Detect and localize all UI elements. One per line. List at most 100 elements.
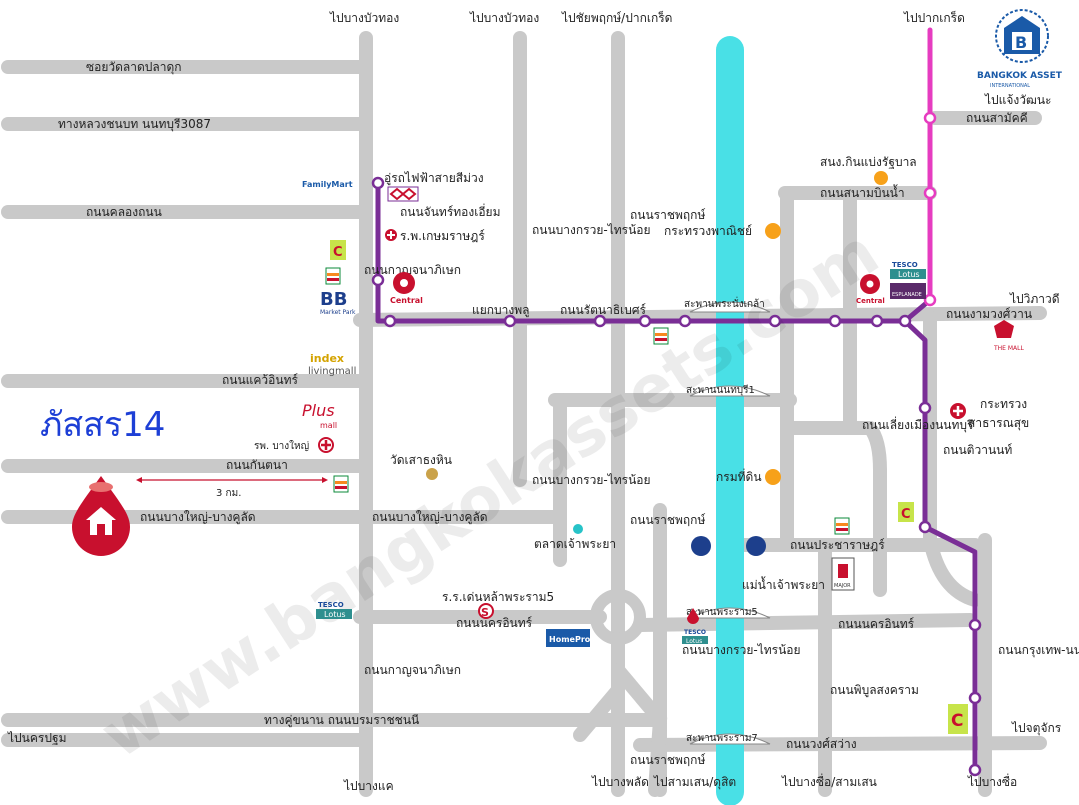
index-logo: index bbox=[310, 352, 344, 365]
home-door bbox=[97, 524, 105, 535]
road-nakhon-in-r bbox=[633, 613, 977, 632]
road-label: ทางคู่ขนาน ถนนบรมราชชนนี bbox=[264, 713, 419, 728]
pin-shine bbox=[89, 482, 113, 492]
road-label: ถนนนครอินทร์ bbox=[456, 616, 533, 630]
place-label: กระทรวง bbox=[980, 397, 1027, 411]
road-label: แยกบางพลู bbox=[472, 303, 530, 318]
road-label: ถนนสามัคคี bbox=[966, 111, 1028, 125]
road-curve3 bbox=[611, 663, 668, 797]
seven-eleven-icon bbox=[333, 475, 349, 493]
gov-office-icon bbox=[874, 171, 888, 185]
road-label-v: ถนนบางกรวย-ไทรน้อย bbox=[532, 473, 651, 487]
station bbox=[503, 314, 517, 328]
svg-text:THE MALL: THE MALL bbox=[993, 345, 1024, 352]
place-label: รพ. บางใหญ่ bbox=[254, 440, 309, 452]
dir-bottom1: ไปบางแค bbox=[343, 779, 394, 793]
road-label: ถนนจันทร์ทองเอี่ยม bbox=[400, 203, 501, 219]
tesco-lotus-logo: TESCO Lotus bbox=[682, 629, 708, 645]
road-curve4 bbox=[573, 683, 625, 742]
dir-bottom3: ไปสามเสน/ดุสิต bbox=[653, 775, 736, 790]
road-label-v: ถนนติวานนท์ bbox=[943, 443, 1012, 457]
station bbox=[923, 293, 937, 307]
seven-eleven-icon bbox=[325, 267, 341, 285]
road-label: ถนนบางใหญ่-บางคูลัด bbox=[372, 510, 488, 525]
themall-logo: THE MALL bbox=[993, 320, 1024, 352]
station bbox=[968, 763, 982, 777]
road-label-v: ถนนกาญจนาภิเษก bbox=[364, 263, 461, 277]
central-logo: Central bbox=[390, 272, 423, 305]
dir-top4: ไปปากเกร็ด bbox=[903, 10, 965, 25]
dir-top1: ไปบางบัวทอง bbox=[329, 11, 399, 25]
svg-text:C: C bbox=[333, 245, 343, 260]
svg-text:C: C bbox=[901, 507, 911, 522]
bridge-label: สะพานพระราม7 bbox=[686, 733, 758, 744]
svg-text:Lotus: Lotus bbox=[686, 638, 702, 645]
place-label: สาธารณสุข bbox=[968, 416, 1029, 431]
place-label: สนง.กินแบ่งรัฐบาล bbox=[820, 155, 917, 169]
road-label: ซอยวัดลาดปลาดุก bbox=[86, 60, 182, 75]
road-label-v: ถนนบางกรวย-ไทรน้อย bbox=[682, 643, 801, 657]
project-name: ภัสสร14 bbox=[40, 405, 165, 445]
svg-text:Central: Central bbox=[856, 297, 885, 305]
bridges bbox=[689, 301, 771, 745]
place-label: วัดเสาธงหิน bbox=[390, 453, 452, 467]
home-icon bbox=[86, 507, 116, 535]
esplanade-logo bbox=[890, 283, 926, 299]
station bbox=[923, 186, 937, 200]
place-label: ร.ร.เด่นหล้าพระราม5 bbox=[442, 590, 554, 604]
place-label: อู่รถไฟฟ้าสายสีม่วง bbox=[384, 171, 484, 186]
central-logo: Central bbox=[856, 274, 885, 305]
road-label-v: ถนนราชพฤกษ์ bbox=[630, 208, 706, 222]
dir-left1: ไปนครปฐม bbox=[7, 731, 66, 745]
place-label: ตลาดเจ้าพระยา bbox=[534, 537, 616, 551]
station bbox=[918, 520, 932, 534]
place-label: ร.พ.เกษมราษฎร์ bbox=[400, 229, 485, 243]
road-label-v: ถนนกาญจนาภิเษก bbox=[364, 663, 461, 677]
familymart-logo: FamilyMart bbox=[302, 180, 353, 189]
tesco-lotus-logo: TESCO Lotus bbox=[890, 261, 926, 279]
company-logo: B BANGKOK ASSET INTERNATIONAL bbox=[977, 9, 1063, 89]
road-label: ทางหลวงชนบท นนทบุรี3087 bbox=[58, 117, 211, 132]
road-labels-h: ซอยวัดลาดปลาดุก ทางหลวงชนบท นนทบุรี3087 … bbox=[58, 60, 1032, 751]
station bbox=[828, 314, 842, 328]
index-sub: livingmall bbox=[308, 366, 356, 377]
homepro-text: HomePro bbox=[549, 635, 591, 644]
watermark: www.bangkokassets.com bbox=[88, 216, 891, 774]
logo-b: B bbox=[1015, 33, 1027, 52]
mrt-logo-icon bbox=[387, 186, 419, 202]
bridge-3 bbox=[689, 607, 771, 619]
bridge-label: สะพานพระราม5 bbox=[686, 607, 758, 618]
svg-text:Central: Central bbox=[390, 296, 423, 305]
bridge-1 bbox=[689, 301, 771, 313]
road-label: ถนนคลองถนน bbox=[86, 205, 162, 219]
bridge-2 bbox=[689, 385, 771, 397]
road-label: ถนนนครอินทร์ bbox=[838, 617, 915, 631]
road-label-v: ถนนราชพฤกษ์ bbox=[630, 753, 706, 767]
station bbox=[383, 314, 397, 328]
seven-eleven-icon bbox=[834, 517, 850, 535]
road-label-v: ถนนกรุงเทพ-นนทบุรี bbox=[998, 643, 1079, 658]
svg-text:Lotus: Lotus bbox=[324, 610, 346, 619]
fuel-icon bbox=[687, 608, 699, 624]
bb-sub: Market Park bbox=[320, 309, 356, 316]
road-label: ถนนแคว้อินทร์ bbox=[222, 373, 298, 387]
svg-text:Lotus: Lotus bbox=[898, 270, 920, 279]
hospital-cross bbox=[953, 406, 963, 416]
logo-sub: INTERNATIONAL bbox=[990, 83, 1030, 89]
market-icon bbox=[573, 524, 583, 534]
road-label: ถนนบางใหญ่-บางคูลัด bbox=[140, 510, 256, 525]
bridge-label: สะพานนนทบุรี1 bbox=[686, 384, 755, 396]
dir-bottom2: ไปบางพลัด bbox=[591, 775, 649, 789]
road-curve2 bbox=[923, 533, 982, 607]
station bbox=[678, 314, 692, 328]
roundabout bbox=[590, 589, 646, 645]
dir-right3: ไปจตุจักร bbox=[1011, 721, 1062, 736]
road-label-v: ถนนราชพฤกษ์ bbox=[630, 513, 706, 527]
school-s-icon: S bbox=[481, 606, 489, 619]
direction-labels: ไปบางบัวทอง ไปบางบัวทอง ไปชัยพฤกษ์/ปากเก… bbox=[7, 10, 1062, 793]
dir-top3: ไปชัยพฤกษ์/ปากเกร็ด bbox=[561, 10, 672, 25]
logo-text: BANGKOK ASSET bbox=[977, 71, 1063, 81]
station bbox=[371, 176, 385, 190]
brand-logos: FamilyMart Central Central C C C bbox=[302, 180, 1024, 734]
road-label-v: ถนนเลี่ยงเมืองนนทบุรี bbox=[862, 416, 974, 433]
